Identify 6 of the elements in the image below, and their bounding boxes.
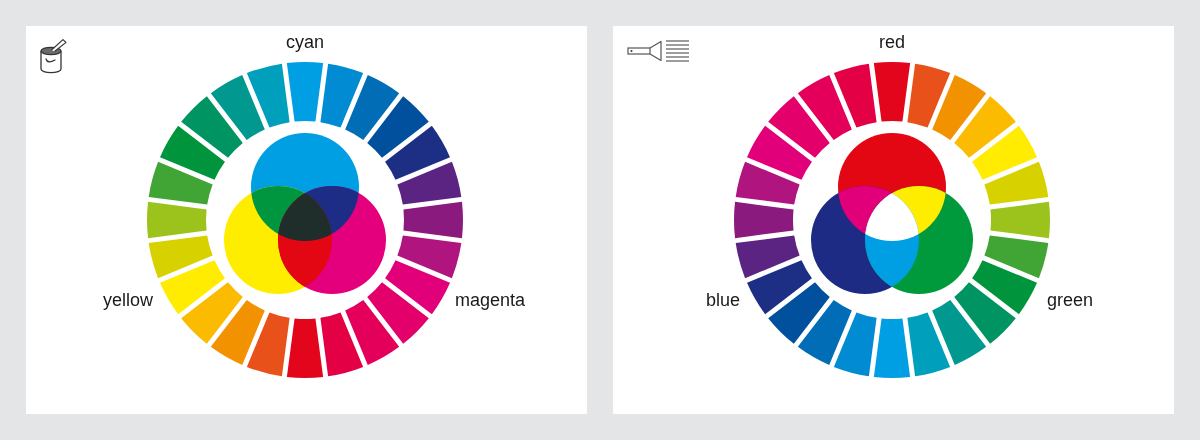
color-label: blue bbox=[706, 290, 741, 310]
color-label: yellow bbox=[103, 290, 154, 310]
color-label: green bbox=[1047, 290, 1094, 310]
color-label: red bbox=[879, 32, 905, 52]
color-label: magenta bbox=[455, 290, 526, 310]
color-label: cyan bbox=[286, 32, 324, 52]
